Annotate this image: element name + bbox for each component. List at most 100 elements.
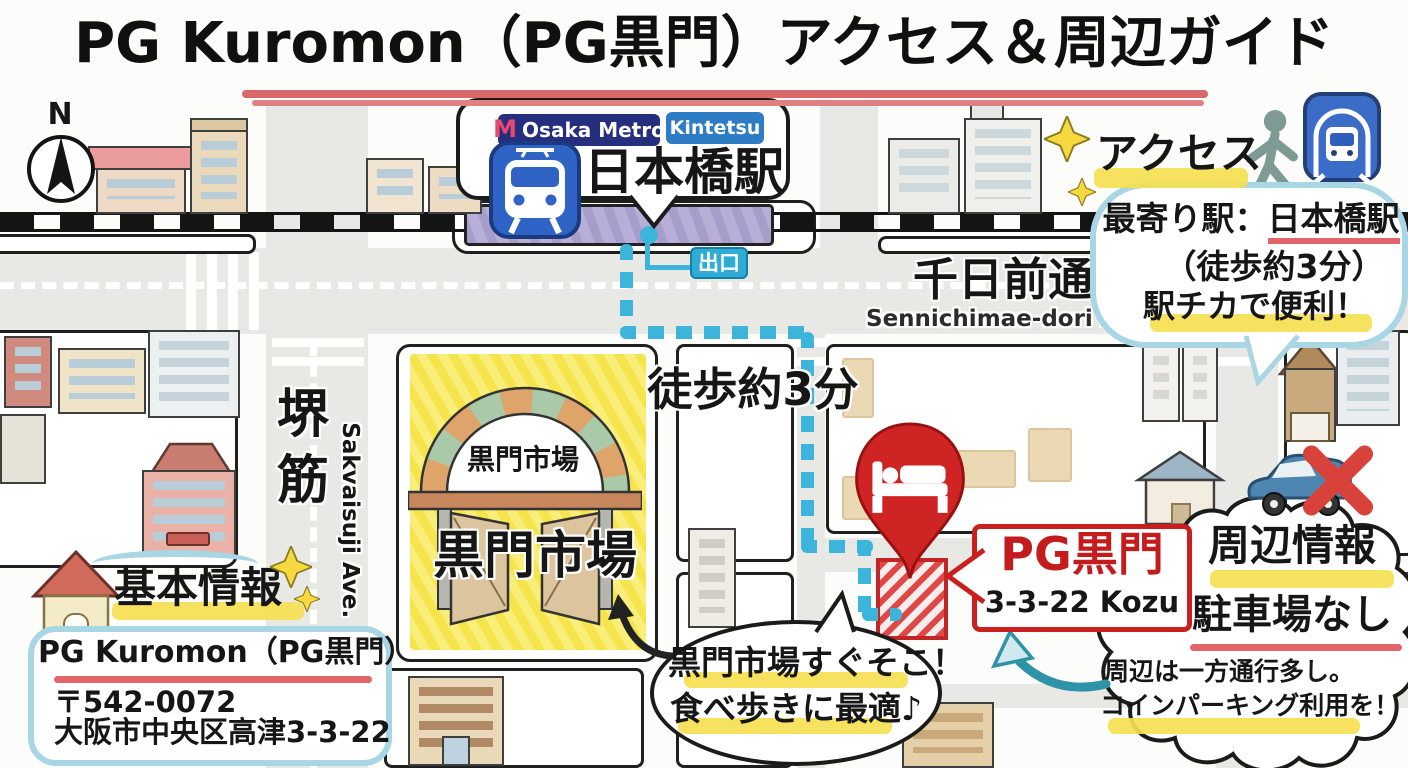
street-label-sakaisuji: 堺 [276,385,329,445]
walk-time-label: 徒歩約3分 [647,363,859,416]
basic-info-bubble [28,626,392,766]
highlight [678,718,892,734]
osaka-metro-label: Osaka Metro [522,117,665,142]
area-note1: 周辺は一方通行多し。 [1103,657,1354,686]
lot [842,358,874,418]
station-name: 日本橋駅 [584,143,784,201]
street-label-sakaisuji: 筋 [276,451,329,511]
access-nearest-prefix: 最寄り駅： [1102,199,1268,238]
street-label-sakaisuji-en: Sakvaisuji Ave. [337,422,364,619]
highlight [1150,314,1372,332]
area-parking: 駐車場なし [1192,592,1392,638]
destination-callout [972,524,1192,632]
building-awning [166,532,210,546]
lot [1028,428,1072,482]
building [688,528,736,628]
title-underline [242,90,1208,98]
area-info-header: 周辺情報 [1208,521,1377,570]
building [96,168,186,214]
station-bubble-tail [628,194,680,230]
market-tip-tail [814,590,856,634]
highlight [1094,168,1248,188]
osaka-metro-badge: M Osaka Metro [493,114,665,146]
bed-icon [872,461,948,513]
basic-info-address: 大阪市中央区高津3-3-22 [54,715,391,749]
building [58,348,146,414]
building [964,118,1042,214]
highlight [112,602,304,620]
access-walk-note: （徒歩約3分） [1163,247,1385,286]
access-header: アクセス [1096,129,1262,178]
city-block [0,234,256,254]
underline [1190,644,1402,651]
sparkle-icon [270,546,312,588]
basic-info-postal: 〒542-0072 [54,685,237,719]
area-note2: コインパーキング利用を！ [1100,691,1400,720]
destination-callout-arrow [945,548,986,604]
building-roof [149,442,233,474]
building [148,330,240,418]
building-door [442,736,470,766]
compass-icon [27,135,95,203]
destination-address: 3-3-22 Kozu [984,585,1180,619]
route-path [858,540,871,618]
access-bubble-tail [1243,334,1300,386]
building [4,336,52,408]
highlight [1108,718,1360,734]
street-label-sennichimae: 千日前通 [912,253,1093,306]
arrow-to-destination [990,630,1111,692]
highlight [1210,570,1394,588]
title-underline [252,100,1204,106]
underline [54,676,372,683]
street-label-sennichimae-en: Sennichimae-dori Ave. [866,306,1158,332]
lot [956,450,1016,488]
route-path [620,244,633,332]
compass-north-label: N [47,97,73,132]
market-arch-sign: 黒門市場 [466,443,579,476]
access-nearest-line: 最寄り駅：日本橋駅 [1098,199,1404,244]
crosswalk [186,252,260,330]
sparkle-icon [1044,116,1090,162]
building [1290,412,1330,442]
train-icon [489,141,581,239]
building [0,414,46,484]
market-tip-line2: 食べ歩きに最適♪ [669,689,923,728]
kintetsu-badge: Kintetsu [666,112,764,144]
market-tip-bubble [650,620,942,766]
centerline-sakaisuji [310,342,317,768]
exit-label: 出口 [690,247,748,279]
centerline-sennichimae [0,282,1408,289]
sparkle-icon [1068,178,1096,206]
access-nearest-station: 日本橋駅 [1267,199,1400,244]
sparkle-icon [294,586,320,612]
access-benefit: 駅チカで便利！ [1142,287,1367,325]
page-title: PG Kuromon（PG黒門）アクセス＆周辺ガイド [74,11,1334,76]
exit-connector [645,265,693,270]
route-path [801,540,873,553]
osaka-metro-logo: M [493,115,518,144]
destination-pin [855,422,965,579]
crosswalk [272,338,364,374]
exit-connector [645,242,650,270]
destination-building [876,558,948,640]
basic-info-name: PG Kuromon（PG黒門） [38,635,415,670]
market-map-label: 黒門市場 [432,527,637,586]
highlight [684,672,908,688]
market-arch-icon [408,386,642,626]
building [190,130,248,214]
destination-name: PG黒門 [1000,527,1164,581]
market-tip-line1: 黒門市場すぐそこ！ [668,643,965,682]
building-roof [88,146,192,170]
arrow-to-market [608,594,676,660]
basic-info-header: 基本情報 [114,563,283,612]
building [366,158,424,214]
route-path [862,608,902,621]
route-path [620,326,814,339]
route-path [801,332,814,548]
building [888,138,960,214]
train-front-icon [1303,92,1381,187]
building [142,470,236,556]
route-start-dot [640,226,658,244]
basic-info-arc [92,550,258,578]
